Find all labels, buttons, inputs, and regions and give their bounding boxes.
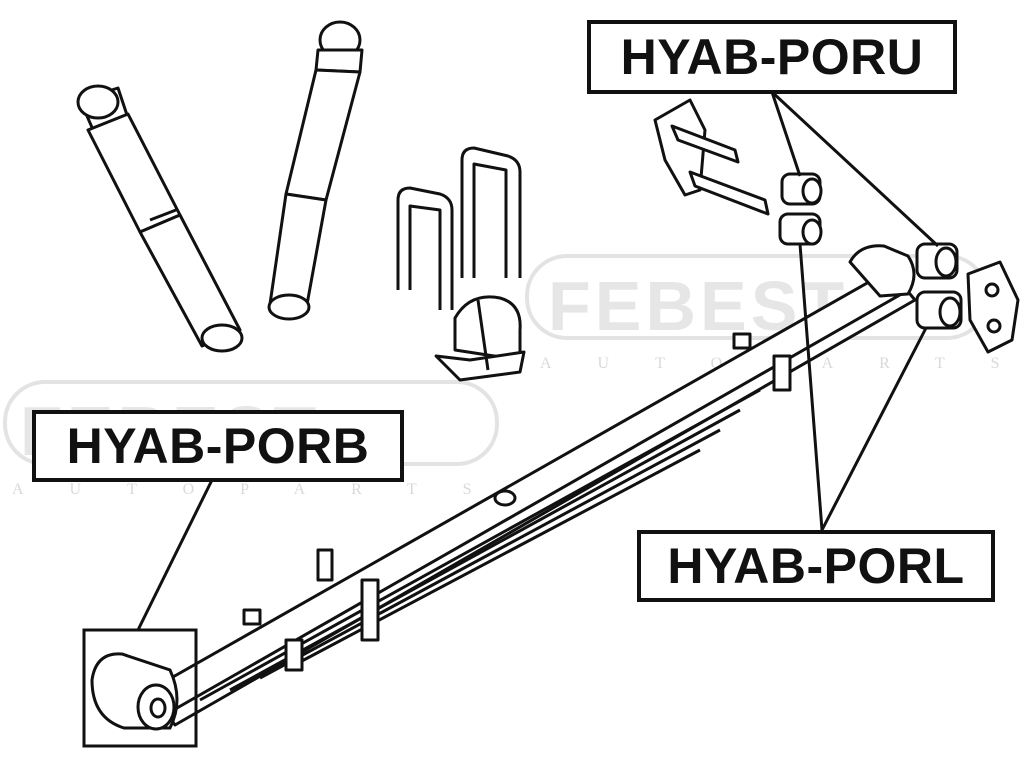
shackle-bracket: [653, 98, 770, 216]
u-bolts: [396, 146, 522, 310]
watermark-sub-left: AUTOPARTS: [12, 481, 518, 498]
label-hyab-porb: HYAB-PORB: [32, 410, 404, 482]
leader-lines: [136, 90, 940, 631]
label-hyab-porl: HYAB-PORL: [637, 530, 995, 602]
shackle-plate: [966, 260, 1020, 354]
shock-absorber-right: [267, 20, 364, 321]
shock-absorber-left: [76, 84, 244, 353]
bump-stop: [434, 295, 526, 382]
label-hyab-poru: HYAB-PORU: [587, 20, 957, 94]
front-eye-bushing: [90, 652, 179, 731]
bushings: [778, 172, 963, 330]
front-eye-box: [82, 628, 198, 748]
